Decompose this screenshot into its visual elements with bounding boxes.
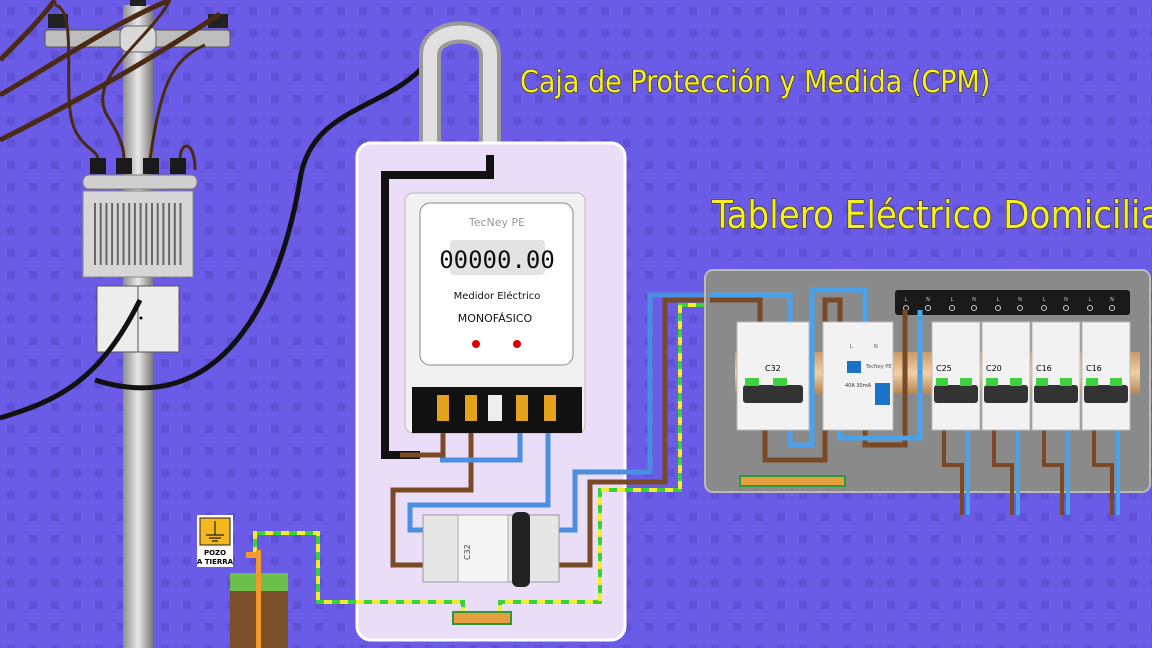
branch-breaker[interactable]: C16 [1031, 321, 1081, 515]
bus-label: N [972, 297, 976, 303]
utility-pole [0, 0, 231, 648]
cpm-breaker[interactable]: C32 [422, 512, 560, 587]
branch-breaker-rating: C16 [1086, 364, 1102, 373]
meter-type: MONOFÁSICO [458, 312, 533, 325]
rcd-toggle[interactable] [875, 383, 890, 405]
ground-sign: POZO A TIERRA [197, 515, 234, 567]
branch-breaker-rating: C16 [1036, 364, 1052, 373]
transformer-bar [82, 174, 198, 190]
rcd-terminal-l: L [850, 344, 853, 350]
bus-bar [895, 290, 1130, 315]
bus-label: L [905, 297, 908, 303]
indicator-led [472, 340, 480, 348]
ground-bar-cpm [452, 611, 512, 625]
electric-meter: TecNey PE 00000.00 Medidor Eléctrico MON… [404, 192, 586, 434]
transformer [82, 190, 194, 278]
cpm-title: Caja de Protección y Medida (CPM) [520, 65, 990, 100]
ground-well [230, 550, 288, 648]
bus-label: L [1043, 297, 1046, 303]
branch-breaker[interactable]: C16 [1081, 321, 1131, 515]
meter-reading: 00000.00 [439, 246, 555, 274]
bus-label: L [1089, 297, 1092, 303]
bus-label: L [997, 297, 1000, 303]
indicator-led [513, 340, 521, 348]
bus-label: L [951, 297, 954, 303]
rcd-brand: TecNey PE [865, 364, 892, 370]
bus-label: N [926, 297, 930, 303]
ground-bar-panel [739, 475, 846, 487]
branch-breaker[interactable]: C20 [981, 321, 1031, 515]
main-breaker[interactable]: C32 [736, 321, 810, 431]
ground-sign-line2: A TIERRA [197, 558, 234, 566]
rcd-breaker[interactable]: TecNey PE 40A 30mA L N [822, 321, 894, 431]
meter-label: Medidor Eléctrico [454, 290, 541, 302]
branch-breaker-rating: C25 [936, 364, 952, 373]
cpm-breaker-rating: C32 [463, 544, 472, 560]
rcd-rating: 40A 30mA [845, 383, 872, 389]
tablero-title: Tablero Eléctrico Domiciliario [711, 193, 1152, 237]
rcd-terminal-n: N [874, 344, 878, 350]
bus-label: N [1064, 297, 1068, 303]
bus-label: N [1110, 297, 1114, 303]
ground-sign-line1: POZO [204, 549, 226, 557]
bus-label: N [1018, 297, 1022, 303]
branch-breaker-rating: C20 [986, 364, 1002, 373]
branch-breaker[interactable]: C25 [931, 321, 981, 515]
main-breaker-rating: C32 [765, 364, 781, 373]
meter-brand: TecNey PE [468, 216, 525, 229]
